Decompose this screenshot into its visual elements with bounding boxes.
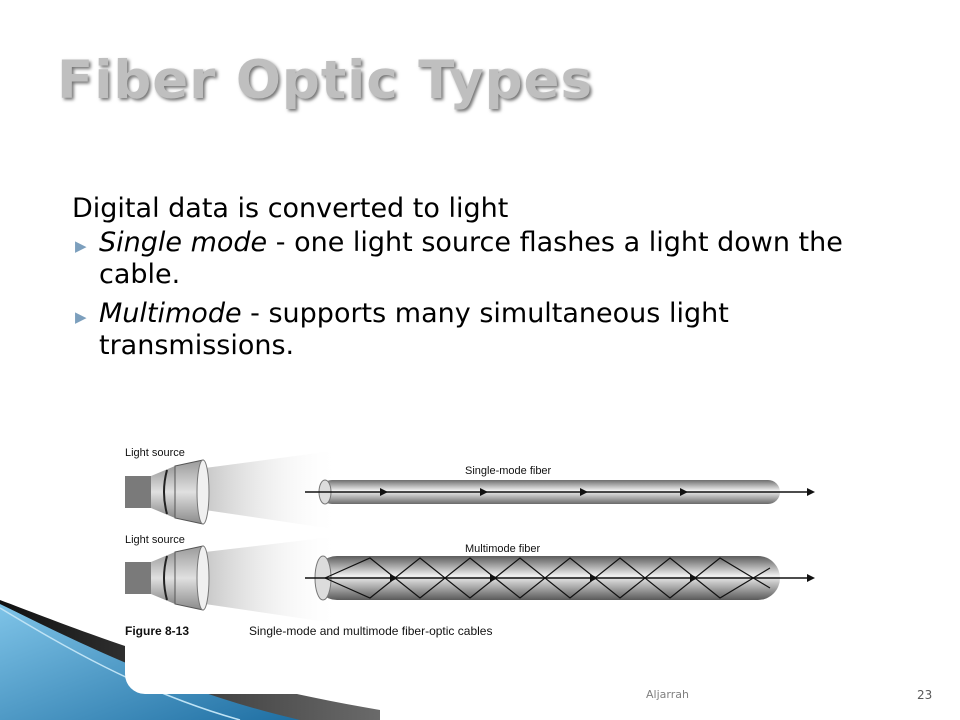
footer-author: Aljarrah [646, 688, 689, 701]
figure-caption-number: Figure 8-13 [125, 624, 189, 638]
slide-title: Fiber Optic Types [57, 50, 594, 111]
top-light-source [125, 450, 340, 530]
bottom-fiber-label: Multimode fiber [465, 543, 541, 555]
fiber-optic-figure: Light source Single-mode fiber Light sou… [125, 392, 835, 694]
top-source-label: Light source [125, 447, 185, 459]
top-fiber-label: Single-mode fiber [465, 465, 552, 477]
figure-caption-text: Single-mode and multimode fiber-optic ca… [249, 624, 492, 638]
fiber-diagram: Light source Single-mode fiber Light sou… [125, 447, 815, 638]
bullet-text: - one light source flashes a light down … [99, 227, 843, 290]
bullet-term: Multimode [99, 298, 242, 329]
bullet-arrow-icon: ▶ [75, 237, 87, 255]
bottom-light-source [125, 536, 340, 624]
bullet-arrow-icon: ▶ [75, 308, 87, 326]
bullet-term: Single mode [99, 227, 268, 258]
page-number: 23 [917, 688, 933, 702]
corner-wave-decoration [0, 600, 380, 720]
slide-body: Digital data is converted to light ▶ Sin… [72, 193, 902, 369]
single-mode-cable [305, 479, 815, 505]
bullet-single-mode: ▶ Single mode - one light source flashes… [72, 227, 902, 291]
bullet-text: - supports many simultaneous light trans… [99, 298, 729, 361]
bullet-multimode: ▶ Multimode - supports many simultaneous… [72, 298, 902, 362]
multimode-cable [305, 555, 815, 601]
intro-line: Digital data is converted to light [72, 193, 509, 224]
bottom-source-label: Light source [125, 534, 185, 546]
